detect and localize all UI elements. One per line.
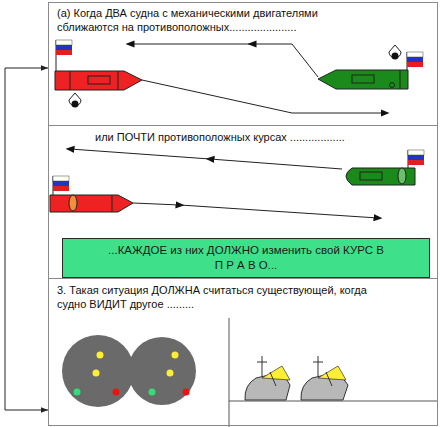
panel: (a) Когда ДВА судна с механическими двиг… <box>48 2 438 126</box>
red-ship <box>55 40 142 108</box>
panel: 3. Такая ситуация ДОЛЖНА считаться сущес… <box>48 278 438 426</box>
node-text: 3. Такая ситуация ДОЛЖНА считаться сущес… <box>57 283 367 311</box>
node-text: ...КАЖДОЕ из них ДОЛЖНО изменить свой КУ… <box>100 240 392 276</box>
green-ship <box>318 45 423 89</box>
ship-bow <box>245 356 290 400</box>
node-text: или ПОЧТИ противоположных курсах .......… <box>95 130 425 144</box>
node-text: (a) Когда ДВА судна с механическими двиг… <box>57 6 377 34</box>
bracket-arrow <box>5 68 48 410</box>
panel: или ПОЧТИ противоположных курсах .......… <box>48 125 438 279</box>
red-ship <box>50 176 133 212</box>
ship-bow <box>301 356 348 400</box>
instruction-box: ...КАЖДОЕ из них ДОЛЖНО изменить свой КУ… <box>62 238 430 278</box>
green-ship <box>346 150 424 185</box>
lights-view <box>62 335 196 407</box>
